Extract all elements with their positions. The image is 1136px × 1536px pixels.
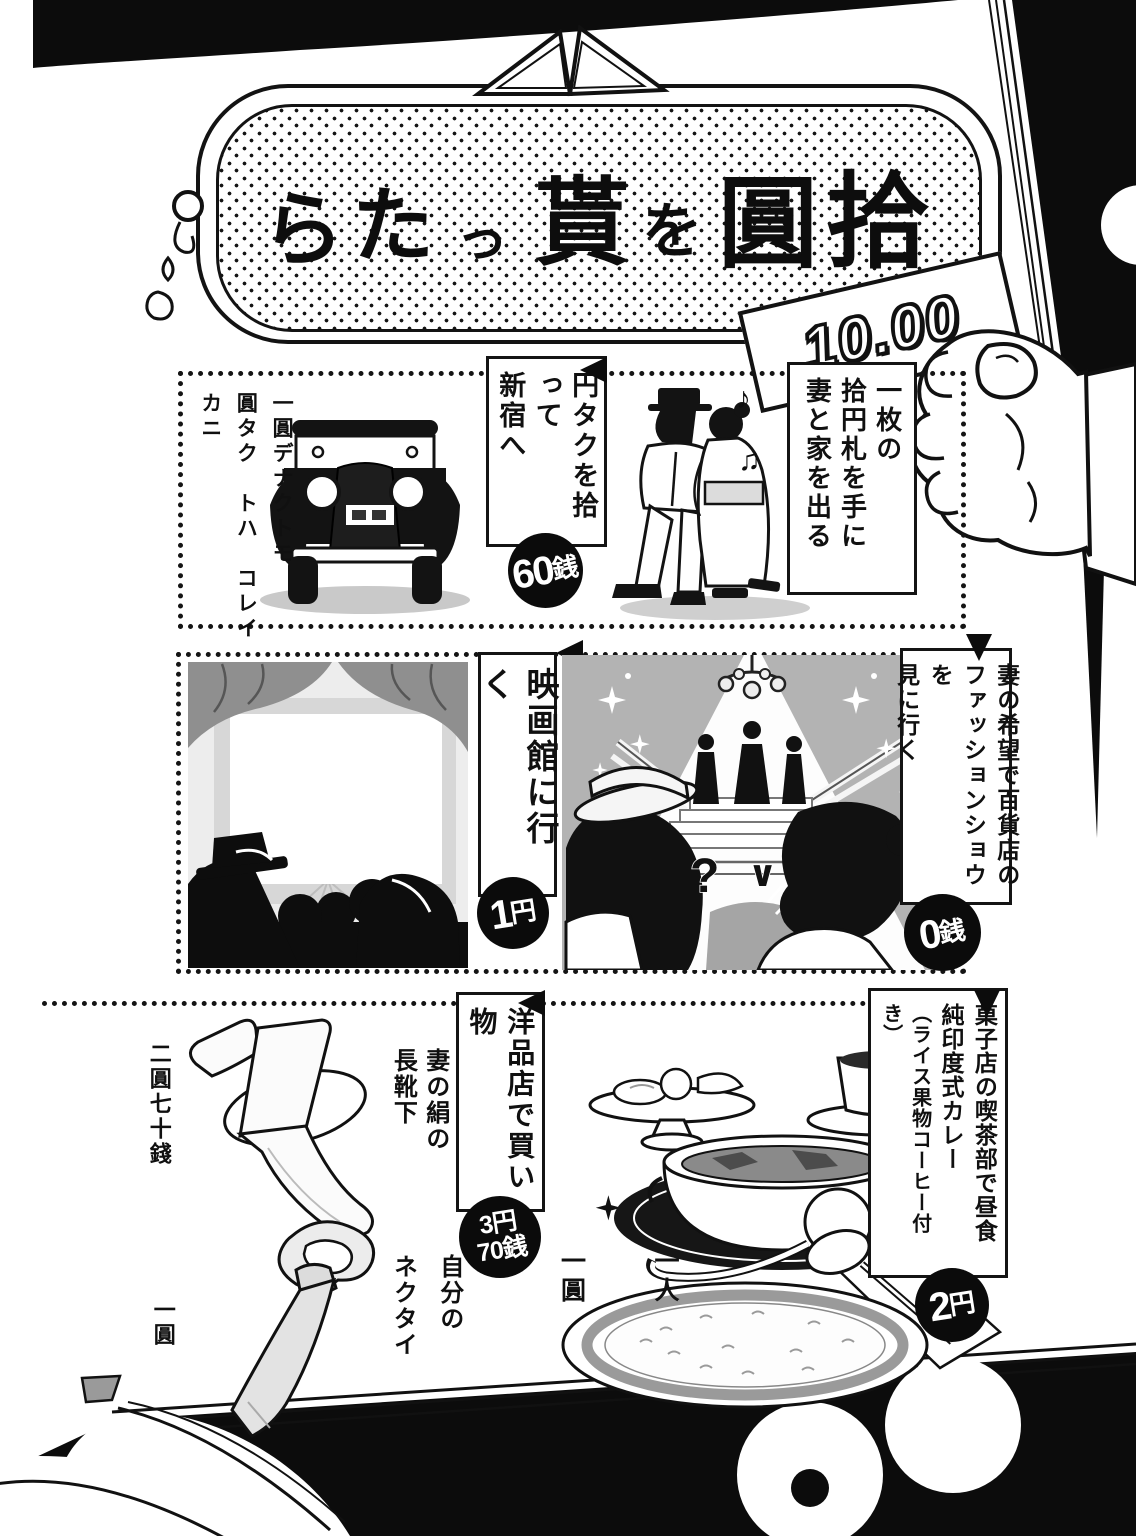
check-mark: ∨ [748, 853, 777, 894]
label-line: ネクタイ [389, 1254, 417, 1358]
caption-line: 洋品店で買い物 [466, 1007, 536, 1193]
caption-line: 見に行く [893, 663, 920, 763]
caption-line: 純印度式カレー [938, 1003, 964, 1171]
necktie-illustration [230, 1220, 375, 1438]
walking-couple-illustration [612, 388, 810, 620]
title-char: 貰 [534, 169, 631, 277]
caption-line: 妻の希望で百貨店の [993, 663, 1020, 888]
title-char: っ [456, 211, 509, 269]
taxi-pun-note: 一圓デナクトモ 圓タク トハ コレイカニ [192, 392, 299, 642]
caption-line: 妻と家を出る [802, 377, 833, 551]
title-char: た [352, 180, 435, 272]
page-title: ら た っ 貰 を 圓 拾 [262, 128, 972, 308]
caption-line: ファッションショウを [927, 663, 987, 888]
title-char: を [642, 198, 703, 265]
caption-line: 新宿へ [495, 371, 526, 461]
price-badge-shopping: 3円 70銭 [459, 1196, 541, 1278]
flow-arrow-shopping [518, 990, 545, 1016]
label-line: 妻の絹の [421, 1048, 449, 1152]
intro-caption-box: 一枚の 拾円札を手に 妻と家を出る [787, 362, 917, 595]
price-text: 二圓七十錢 [146, 1042, 172, 1167]
taxi-car-illustration [260, 420, 470, 614]
music-note-icon: ♪ [736, 382, 751, 415]
stockings-price-label: 二圓七十錢 [144, 1042, 174, 1172]
note-line: 一圓 [557, 1248, 585, 1306]
label-line: 長靴下 [389, 1048, 417, 1126]
taxi-caption-box: 円タクを拾って 新宿へ [486, 356, 607, 547]
shopping-caption-box: 洋品店で買い物 [456, 992, 545, 1212]
fashion-caption-box: 妻の希望で百貨店の ファッションショウを 見に行く [894, 648, 1020, 905]
caption-line: 菓子店の喫茶部で昼食 [971, 1003, 998, 1243]
flow-arrow-taxi [580, 357, 607, 383]
necktie-price-label: 一圓 [148, 1298, 178, 1368]
title-char: 拾 [826, 165, 931, 281]
caption-line: 映画館に行く [477, 667, 560, 847]
caption-line: 円タクを拾って [531, 371, 599, 521]
necktie-item-label: 自分の ネクタイ [386, 1254, 465, 1384]
hand-holding-bill-icon [909, 329, 1136, 587]
caption-line: 一枚の [872, 377, 903, 464]
caption-line: （ライス果物コーヒー付き） [879, 1003, 931, 1234]
silk-stockings-illustration [189, 1018, 374, 1238]
title-char: ら [262, 184, 345, 276]
lunch-caption-box: 菓子店の喫茶部で昼食 純印度式カレー （ライス果物コーヒー付き） [868, 988, 1008, 1278]
fashion-show-illustration: ? ∨ [562, 655, 938, 970]
price-text: 一圓 [150, 1298, 176, 1348]
flow-arrow-lunch [974, 990, 1000, 1017]
stockings-item-label: 妻の絹の 長靴下 [386, 1048, 451, 1168]
purse-clasp-icon [145, 24, 670, 321]
title-char: 圓 [718, 168, 819, 280]
curry-lunch-illustration [561, 1051, 1003, 1409]
movie-caption-box: 映画館に行く [478, 652, 559, 897]
caption-line: 拾円札を手に [837, 377, 868, 551]
movie-theater-illustration [188, 662, 468, 968]
per-person-price-note: 一人 一圓 [552, 1248, 683, 1368]
flow-arrow-fashion [966, 634, 992, 661]
note-line: 圓タク トハ コレイカニ [198, 392, 259, 642]
music-note-icon: ♫ [738, 444, 761, 477]
note-line: 一圓デナクトモ [270, 392, 295, 567]
label-line: 自分の [435, 1254, 463, 1332]
note-line: 一人 [651, 1248, 678, 1306]
question-mark: ? [690, 850, 719, 903]
